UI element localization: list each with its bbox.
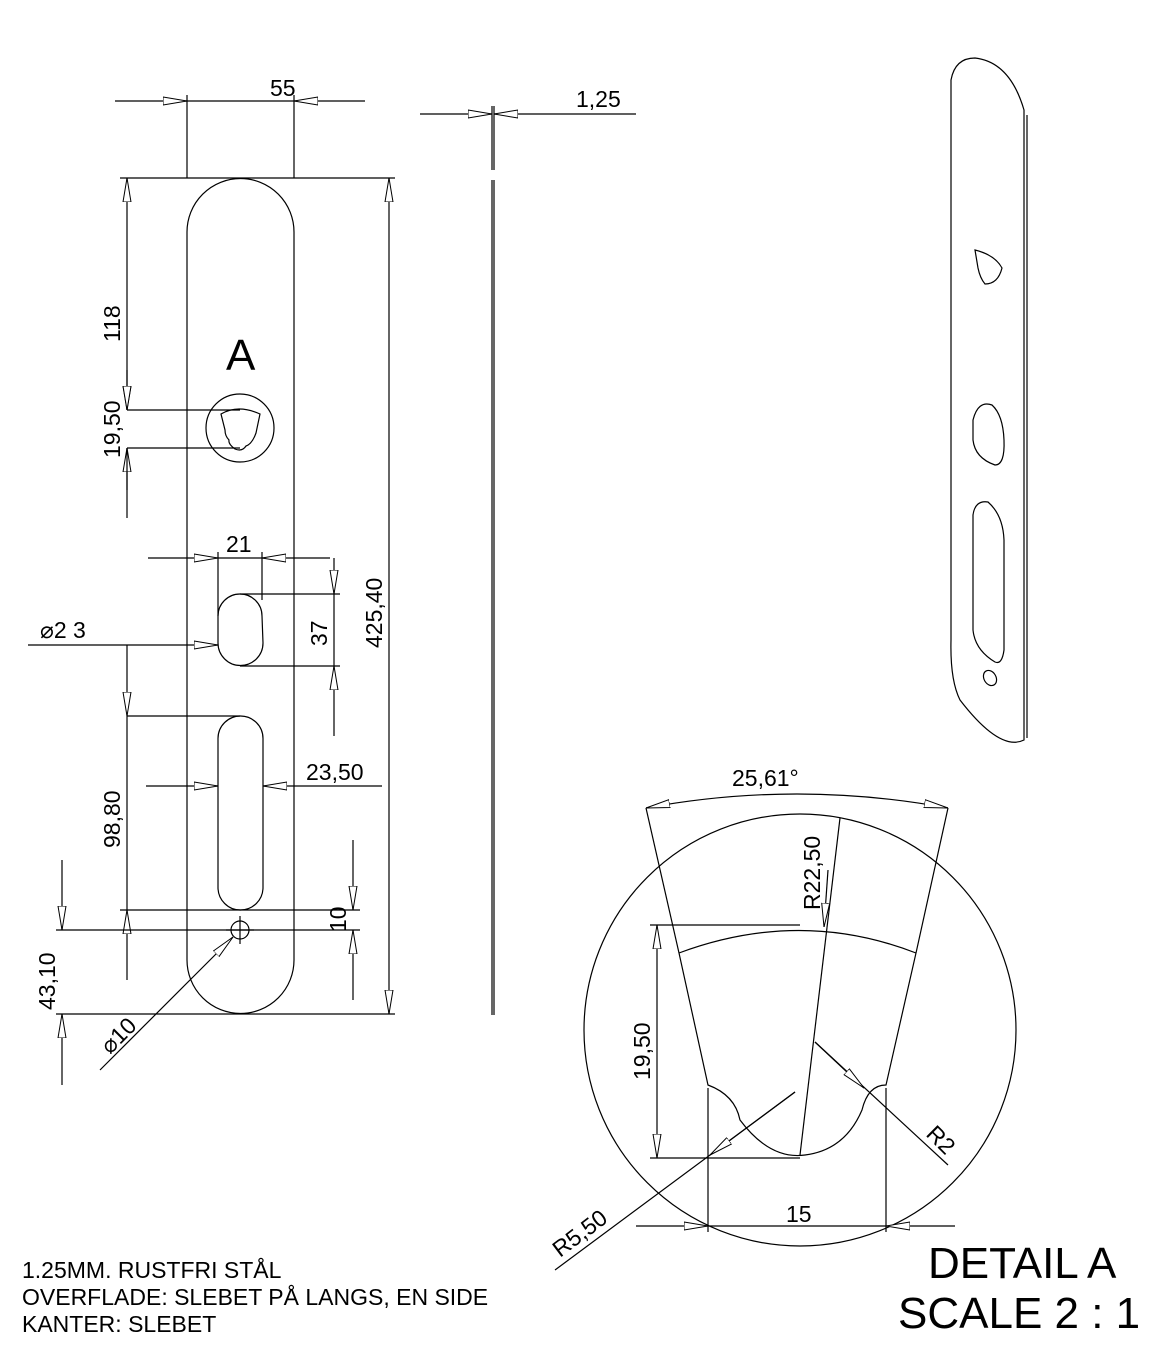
detail-title: DETAIL A [928,1239,1117,1288]
dim-slot-width: 23,50 [306,759,364,785]
isometric-view [950,57,1028,743]
front-view [186,177,295,1015]
keyhole-shape [220,408,261,451]
dim-upper-offset: 118 [99,305,125,342]
detail-height: 19,50 [629,1022,655,1080]
dim-hole-offset: 10 [325,906,351,932]
plate-outline [186,177,295,1015]
dim-cylinder-height: 37 [306,620,332,646]
detail-bottom-width: 15 [786,1201,812,1227]
detail-outer-radius: R22,50 [799,836,825,910]
side-view: 1,25 [420,86,636,1015]
detail-view-label: A [226,331,256,380]
detail-a: 25,61° R22,50 19,50 R2 R5,50 15 DETAIL A… [547,765,1140,1338]
dim-bottom-offset: 43,10 [34,952,60,1010]
note-material: 1.25MM. RUSTFRI STÅL [22,1256,282,1283]
note-surface: OVERFLADE: SLEBET PÅ LANGS, EN SIDE [22,1283,488,1310]
note-edges: KANTER: SLEBET [22,1311,216,1337]
detail-radius-notch: R5,50 [547,1204,612,1262]
keyhole-boss [205,393,275,463]
dim-thickness: 1,25 [576,86,621,112]
detail-angle: 25,61° [732,765,799,791]
detail-radius-small: R2 [921,1120,960,1159]
dim-width: 55 [270,75,296,101]
front-dimensions: 55 425,40 118 A 19,50 21 ⌀2 3 37 98,80 2… [28,75,395,1085]
dim-hole-diameter: ⌀10 [95,1012,141,1058]
dim-cylinder-diameter: ⌀2 3 [40,617,86,643]
cylinder-hole [217,593,264,667]
dim-keyhole-height: 19,50 [99,400,125,458]
dim-slot-offset: 98,80 [99,790,125,848]
notes: 1.25MM. RUSTFRI STÅL OVERFLADE: SLEBET P… [22,1256,488,1337]
long-slot [217,715,264,911]
detail-scale: SCALE 2 : 1 [898,1289,1140,1338]
dim-cylinder-width: 21 [226,531,252,557]
dim-total-length: 425,40 [361,578,387,648]
